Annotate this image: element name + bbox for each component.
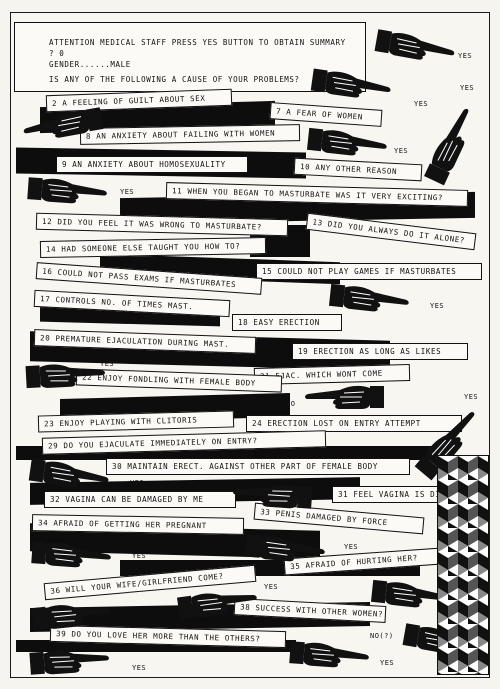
pointing-hand-icon[interactable] <box>31 537 113 571</box>
pointing-hand-icon[interactable] <box>412 402 485 481</box>
yes-answer[interactable]: YES <box>414 100 429 108</box>
yes-answer[interactable]: YES <box>130 479 145 487</box>
question-18[interactable]: 18 EASY ERECTION <box>232 314 342 331</box>
question-19[interactable]: 19 ERECTION AS LONG AS LIKES <box>292 343 468 360</box>
pointing-hand-icon[interactable] <box>310 65 393 104</box>
pointing-hand-icon[interactable] <box>28 455 111 494</box>
prompt-marker: ? 0 <box>49 49 65 58</box>
pointing-hand-icon[interactable] <box>31 596 113 632</box>
question-30[interactable]: 30 MAINTAIN ERECT. AGAINST OTHER PART OF… <box>106 458 410 475</box>
yes-answer[interactable]: YES <box>100 360 115 368</box>
no-maybe-answer[interactable]: NO(?) <box>370 632 394 640</box>
staff-notice: ATTENTION MEDICAL STAFF PRESS YES BUTTON… <box>49 38 346 47</box>
yes-answer[interactable]: YES <box>460 84 475 92</box>
pointing-hand-icon[interactable] <box>420 102 479 186</box>
pointing-hand-icon[interactable] <box>20 103 104 144</box>
pointing-hand-icon[interactable] <box>370 576 453 612</box>
question-9[interactable]: 9 AN ANXIETY ABOUT HOMOSEXUALITY <box>56 156 248 173</box>
no-answer[interactable]: NO <box>286 400 296 408</box>
yes-answer[interactable]: YES <box>380 659 395 667</box>
yes-answer[interactable]: YES <box>120 188 135 196</box>
yes-answer[interactable]: YES <box>394 147 409 155</box>
gender-field: GENDER......MALE <box>49 60 131 69</box>
yes-answer[interactable]: YES <box>430 302 445 310</box>
pointing-hand-icon[interactable] <box>304 382 384 410</box>
yes-answer[interactable]: YES <box>116 114 131 122</box>
yes-answer[interactable]: YES <box>316 489 331 497</box>
question-heading: IS ANY OF THE FOLLOWING A CAUSE OF YOUR … <box>49 75 300 84</box>
pointing-hand-icon[interactable] <box>328 280 411 316</box>
question-15[interactable]: 15 COULD NOT PLAY GAMES IF MASTURBATES <box>256 263 482 280</box>
pointing-hand-icon[interactable] <box>176 583 259 622</box>
pointing-hand-icon[interactable] <box>29 643 111 677</box>
yes-answer[interactable]: YES <box>464 393 479 401</box>
question-24[interactable]: 24 ERECTION LOST ON ENTRY ATTEMPT <box>246 415 462 432</box>
yes-answer[interactable]: YES <box>132 552 147 560</box>
geometric-cube-pattern <box>437 455 489 675</box>
pointing-hand-icon[interactable] <box>245 531 327 566</box>
yes-answer[interactable]: YES <box>458 52 473 60</box>
yes-answer[interactable]: YES <box>264 583 279 591</box>
question-32[interactable]: 32 VAGINA CAN BE DAMAGED BY ME <box>44 491 236 508</box>
intro-panel: ATTENTION MEDICAL STAFF PRESS YES BUTTON… <box>14 22 366 92</box>
pointing-hand-icon[interactable] <box>27 173 109 207</box>
pointing-hand-icon[interactable] <box>231 477 313 511</box>
pointing-hand-icon[interactable] <box>25 358 106 390</box>
yes-answer[interactable]: YES <box>132 664 147 672</box>
pointing-hand-icon[interactable] <box>289 637 371 671</box>
pointing-hand-icon[interactable] <box>306 124 389 160</box>
yes-answer[interactable]: YES <box>344 543 359 551</box>
pointing-hand-icon[interactable] <box>374 25 458 66</box>
